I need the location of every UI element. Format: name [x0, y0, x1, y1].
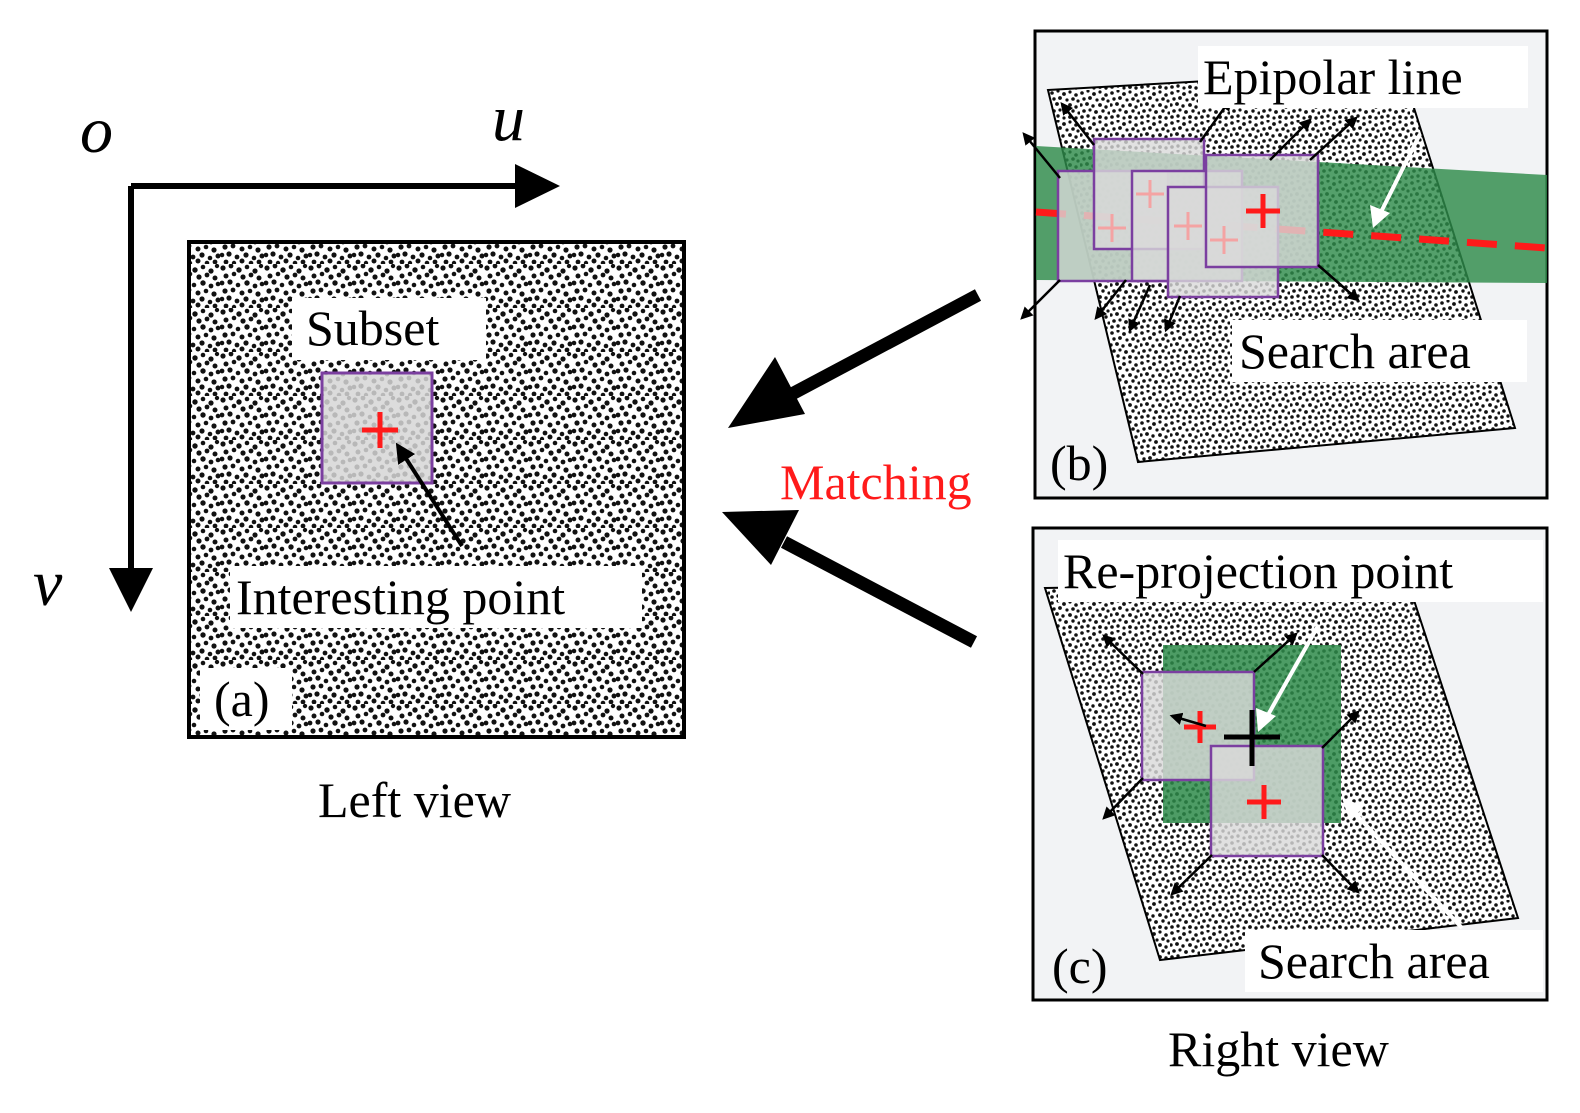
panel-c-marker-1	[1184, 711, 1216, 743]
best-match-marker	[1246, 194, 1280, 228]
panel-b-deformation-arrows	[1020, 97, 1360, 333]
left-view-panel: Subset Interesting point (a)	[187, 240, 686, 739]
reprojection-point-label: Re-projection point	[1063, 543, 1453, 599]
u-axis-arrowhead	[515, 164, 560, 208]
panel-c-deformation-arrows	[1102, 632, 1360, 896]
origin-label: o	[80, 94, 113, 167]
reprojection-label-bg	[1058, 540, 1543, 602]
epipolar-label-bg	[1198, 46, 1528, 108]
subset-label: Subset	[306, 300, 439, 356]
search-area-b-bg	[1232, 320, 1527, 382]
interest-label-bg	[230, 566, 642, 628]
matching-arrow-upper	[786, 289, 982, 401]
left-view-caption: Left view	[318, 772, 511, 828]
interest-point-pointer	[395, 442, 464, 548]
epipolar-line-label: Epipolar line	[1203, 49, 1463, 105]
search-area-label-b: Search area	[1239, 323, 1471, 379]
search-area-c-bg	[1245, 930, 1543, 992]
panel-tag-a: (a)	[214, 671, 270, 727]
panel-b: Epipolar line Search area (b)	[1020, 29, 1549, 500]
v-axis-arrowhead	[109, 568, 153, 612]
interesting-point-label: Interesting point	[236, 569, 565, 625]
panel-tag-c: (c)	[1052, 938, 1108, 994]
panel-tag-b: (b)	[1050, 435, 1108, 491]
u-axis-label: u	[492, 82, 525, 155]
panel-c-marker-2	[1247, 785, 1281, 819]
epipolar-pointer	[1376, 133, 1422, 219]
interest-point-marker	[362, 412, 398, 448]
reprojection-pointer	[1262, 625, 1320, 723]
matching-arrows	[722, 289, 982, 648]
matching-arrowhead-upper	[728, 357, 805, 428]
tag-a-bg	[200, 668, 292, 730]
v-axis-label: v	[33, 547, 63, 620]
panel-c: Re-projection point Search area (c)	[1031, 526, 1549, 1002]
matching-label: Matching	[780, 454, 972, 510]
search-area-c-pointer	[1348, 806, 1464, 930]
matching-arrow-lower	[780, 536, 978, 648]
coordinate-axes: o u v	[33, 82, 560, 620]
candidate-markers	[1098, 180, 1238, 254]
search-area-label-c: Search area	[1258, 933, 1490, 989]
reprojection-point-marker	[1224, 710, 1280, 766]
matching-arrowhead-lower	[722, 510, 799, 565]
right-view-caption: Right view	[1168, 1021, 1389, 1077]
subset-label-bg	[292, 298, 486, 360]
